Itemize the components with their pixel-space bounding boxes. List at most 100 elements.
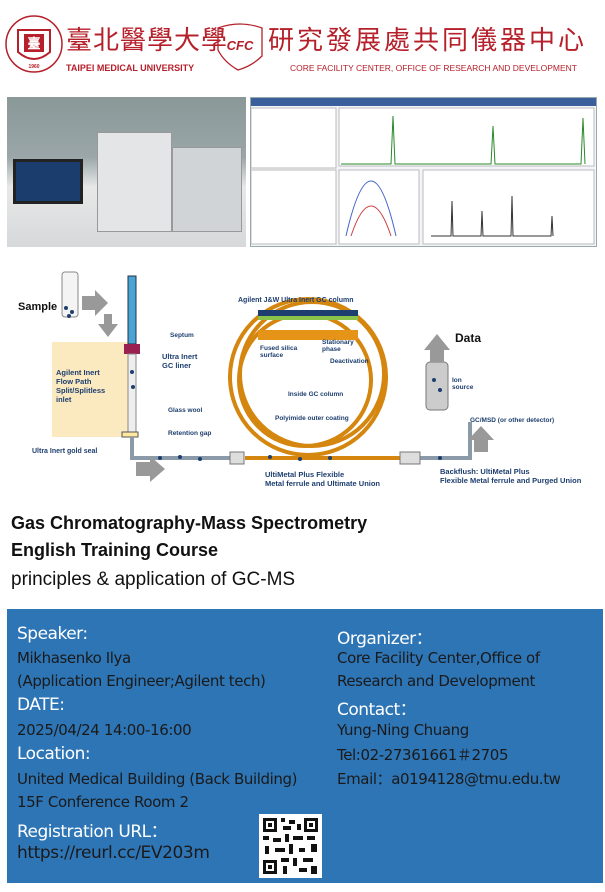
diagram-mark: Polyimide outer coating bbox=[275, 415, 349, 422]
diagram-mark bbox=[124, 344, 140, 354]
diagram-mark bbox=[263, 836, 269, 840]
diagram-mark bbox=[338, 107, 595, 167]
diagram-mark bbox=[250, 107, 337, 169]
diagram-mark bbox=[268, 865, 272, 869]
diagram-mark bbox=[228, 297, 388, 457]
diagram-mark bbox=[293, 858, 297, 866]
inlet-box bbox=[52, 342, 134, 437]
diagram-mark bbox=[438, 388, 442, 392]
diagram-mark bbox=[64, 306, 68, 310]
diagram-mark bbox=[273, 838, 281, 842]
diagram-mark bbox=[263, 818, 318, 874]
diagram-mark: phase bbox=[322, 346, 341, 353]
location-line1: United Medical Building (Back Building) bbox=[17, 770, 298, 788]
diagram-mark bbox=[341, 115, 586, 165]
speaker-name: Mikhasenko Ilya bbox=[17, 649, 131, 667]
diagram-mark bbox=[468, 426, 494, 452]
software-screenshot bbox=[250, 97, 597, 247]
diagram-mark: Flexible Metal ferrule and Purged Union bbox=[440, 476, 582, 485]
diagram-mark bbox=[293, 836, 303, 840]
gcms-instrument-photo bbox=[7, 97, 246, 247]
diagram-mark bbox=[127, 275, 137, 345]
monitor bbox=[13, 159, 83, 204]
diagram-mark bbox=[311, 866, 317, 874]
diagram-mark: Stationary bbox=[322, 339, 354, 346]
diagram-mark bbox=[281, 858, 289, 862]
course-title-line1: Gas Chromatography-Mass Spectrometry bbox=[11, 513, 368, 533]
date-label: DATE: bbox=[17, 695, 65, 715]
diagram-mark bbox=[265, 846, 269, 854]
label-column-title: Agilent J&W Ultra Inert GC column bbox=[238, 297, 354, 304]
registration-url-link[interactable]: https://reurl.cc/EV203m bbox=[17, 843, 210, 863]
diagram-mark: Agilent J&W Ultra Inert GC column Septum… bbox=[32, 297, 582, 488]
diagram-mark bbox=[438, 456, 442, 460]
arrow-down-icon bbox=[98, 314, 118, 337]
diagram-mark: GC/MSD (or other detector) bbox=[470, 417, 554, 424]
diagram-mark bbox=[250, 169, 337, 245]
registration-label: Registration URL： bbox=[17, 822, 168, 842]
diagram-mark: source bbox=[452, 384, 474, 391]
diagram-mark: 臺 bbox=[27, 36, 40, 51]
diagram-mark bbox=[238, 300, 386, 448]
diagram-mark bbox=[130, 370, 442, 461]
organizer-label: Organizer： bbox=[337, 629, 433, 649]
speaker-role: (Application Engineer;Agilent tech) bbox=[17, 672, 266, 690]
diagram-mark bbox=[67, 314, 71, 318]
diagram-mark: Backflush: UltiMetal Plus bbox=[440, 467, 530, 476]
diagram-mark bbox=[17, 29, 51, 60]
arrow-right-icon bbox=[82, 290, 108, 316]
diagram-mark bbox=[130, 370, 134, 374]
diagram-mark bbox=[5, 15, 63, 73]
diagram-mark bbox=[127, 353, 137, 435]
diagram-mark bbox=[285, 834, 289, 842]
speaker-label: Speaker: bbox=[17, 624, 88, 644]
label-glass-wool: Glass wool bbox=[168, 407, 203, 414]
label-sample: Sample bbox=[18, 301, 57, 313]
diagram-mark bbox=[422, 169, 595, 245]
diagram-mark bbox=[311, 844, 317, 852]
diagram-mark bbox=[268, 823, 272, 827]
diagram-mark bbox=[136, 456, 165, 482]
tmu-seal-logo: 臺 1960 bbox=[5, 15, 63, 73]
university-name-en: TAIPEI MEDICAL UNIVERSITY bbox=[66, 63, 195, 73]
diagram-mark bbox=[399, 451, 421, 465]
diagram-mark bbox=[289, 844, 293, 854]
organizer-line1: Core Facility Center,Office of bbox=[337, 649, 540, 667]
university-name-cn: 臺北醫學大學 bbox=[66, 26, 229, 56]
diagram-mark bbox=[275, 848, 285, 852]
gc-unit bbox=[97, 132, 172, 232]
diagram-mark bbox=[281, 818, 285, 822]
diagram-mark bbox=[328, 456, 332, 460]
diagram-mark: Agilent Inert bbox=[56, 368, 100, 377]
diagram-mark bbox=[283, 866, 287, 874]
diagram-mark: 1960 bbox=[28, 64, 39, 70]
course-title-line2: English Training Course bbox=[11, 540, 219, 560]
diagram-mark bbox=[299, 868, 307, 872]
diagram-mark bbox=[258, 330, 358, 340]
event-info-panel: Speaker: Mikhasenko Ilya (Application En… bbox=[7, 609, 603, 883]
date-value: 2025/04/24 14:00-16:00 bbox=[17, 721, 192, 739]
diagram-mark: Fused silica bbox=[260, 345, 298, 352]
label-data: Data bbox=[455, 331, 481, 345]
diagram-mark bbox=[258, 310, 358, 316]
course-subtitle: principles & application of GC-MS bbox=[11, 569, 296, 590]
contact-label: Contact： bbox=[337, 700, 417, 720]
diagram-mark: Split/Splitless bbox=[56, 386, 105, 395]
diagram-mark bbox=[130, 437, 240, 460]
diagram-mark bbox=[298, 457, 302, 461]
diagram-mark: CFC bbox=[227, 38, 254, 53]
location-line2: 15F Conference Room 2 bbox=[17, 793, 189, 811]
center-name-en: CORE FACILITY CENTER, OFFICE OF RESEARCH… bbox=[290, 63, 577, 73]
organizer-line2: Research and Development bbox=[337, 672, 535, 690]
diagram-mark bbox=[345, 180, 397, 237]
contact-email-link[interactable]: Email：a0194128@tmu.edu.tw bbox=[337, 770, 561, 788]
diagram-mark: Metal ferrule and Ultimate Union bbox=[265, 479, 380, 488]
label-septum: Septum bbox=[170, 332, 194, 339]
registration-qr-code[interactable] bbox=[259, 814, 322, 878]
diagram-mark: Inside GC column bbox=[288, 391, 343, 398]
diagram-mark bbox=[178, 455, 182, 459]
diagram-mark bbox=[258, 316, 358, 320]
diagram-mark: Ion bbox=[452, 377, 462, 384]
diagram-mark bbox=[303, 858, 313, 862]
diagram-mark bbox=[297, 824, 301, 830]
